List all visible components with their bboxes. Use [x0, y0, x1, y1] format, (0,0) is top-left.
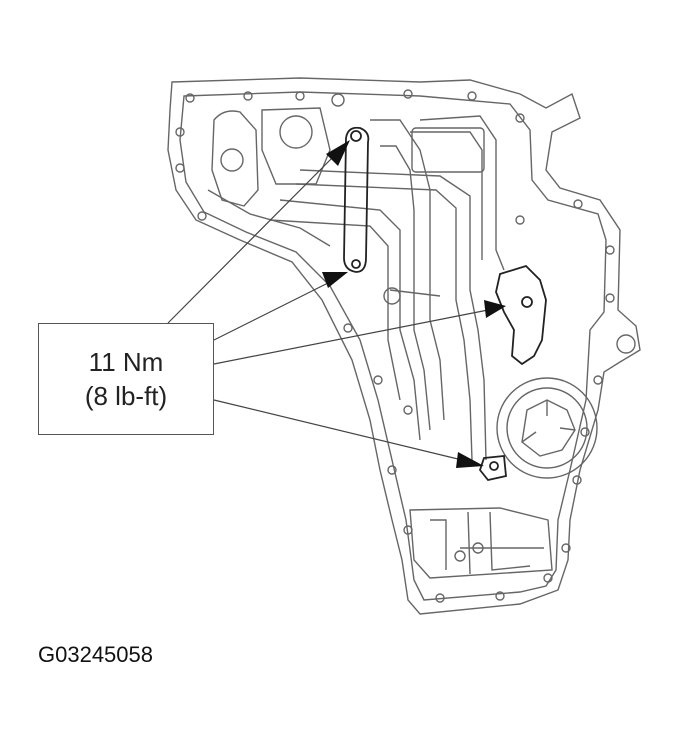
figure-id-label: G03245058 [38, 642, 153, 667]
passage-channels [269, 115, 505, 461]
housing-outline [167, 77, 641, 615]
arrowhead-1 [326, 140, 350, 166]
leader-line-3 [213, 309, 489, 365]
arrowhead-2 [322, 272, 348, 288]
leader-line-1 [167, 149, 341, 324]
left-cavities [207, 107, 331, 247]
lower-bracket-bolt [489, 461, 499, 471]
vertical-bracket [343, 126, 370, 273]
arrowhead-3 [484, 300, 506, 318]
leader-line-2 [213, 279, 335, 341]
lower-bracket [478, 455, 507, 482]
perimeter-bolt-holes [175, 89, 636, 603]
shaft-seal-bore [496, 377, 598, 479]
lower-valve-body [409, 507, 553, 579]
arrowhead-4 [456, 452, 484, 468]
torque-callout-box: 11 Nm (8 lb-ft) [38, 323, 214, 435]
torque-lbft-label: (8 lb-ft) [84, 381, 168, 411]
side-bracket [495, 264, 547, 366]
housing-flange [179, 91, 607, 601]
bracket-bolt-upper [350, 130, 362, 142]
leader-line-4 [213, 399, 463, 461]
side-bracket-bolt [521, 296, 533, 308]
bracket-bolt-lower [351, 259, 361, 269]
torque-nm-label: 11 Nm [88, 347, 164, 377]
